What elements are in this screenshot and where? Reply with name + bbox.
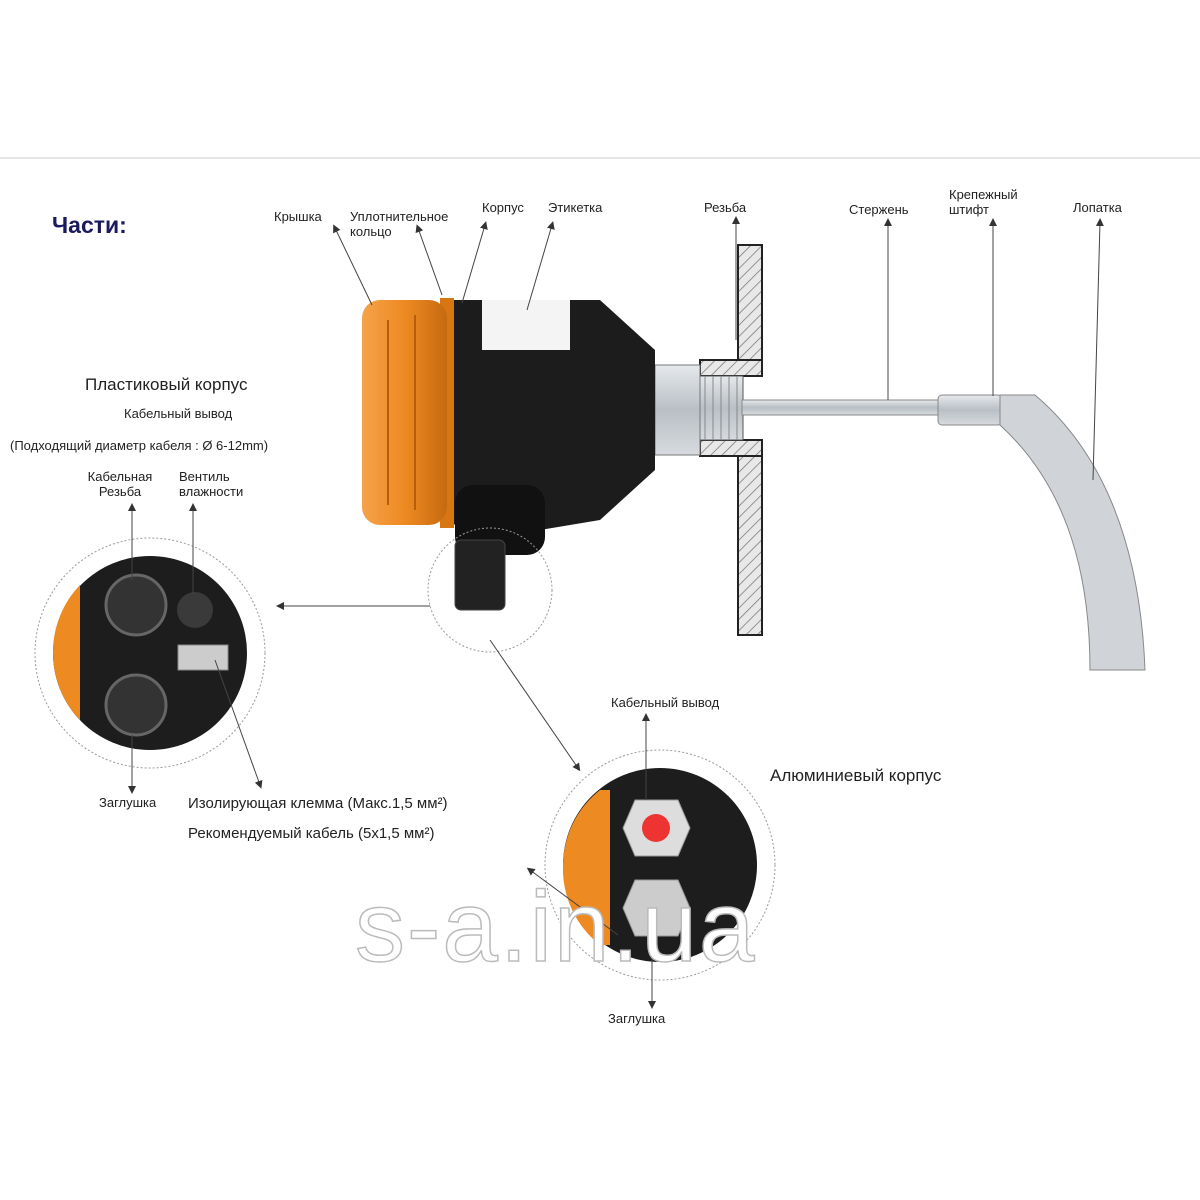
label-label: Этикетка [548,200,603,215]
cable-gland [454,539,506,611]
terminal [177,644,229,671]
cable-gland-top [104,573,168,637]
shaft [741,399,943,416]
housing [450,300,655,530]
plastic-housing-title: Пластиковый корпус [85,375,248,394]
plastic-cable: Рекомендуемый кабель (5x1,5 мм²) [188,825,435,842]
label-fixing-pin: Крепежный штифт [949,187,1018,217]
fixing-sleeve [937,394,1003,426]
label-cover: Крышка [274,209,322,224]
label-housing: Корпус [482,200,524,215]
label-thread: Резьба [704,200,747,215]
alu-plug-label: Заглушка [608,1011,666,1026]
humidity-valve [177,592,213,628]
alu-plug [622,879,691,937]
watermark: s-a.in.ua [354,870,757,984]
aluminium-housing-title: Алюминиевый корпус [770,766,942,785]
label-seal-ring: Уплотнительное кольцо [350,209,449,239]
label-plate [482,300,570,350]
paddle [999,394,1146,671]
page-title: Части: [52,212,127,238]
flange-top [737,244,763,361]
flange-bottom [737,449,763,636]
plastic-cable-entry: Кабельный вывод [124,406,233,421]
label-paddle: Лопатка [1073,200,1122,215]
aluminium-detail-circle [544,749,776,981]
plastic-terminal: Изолирующая клемма (Макс.1,5 мм²) [188,795,448,812]
hex-nut [654,364,701,456]
plastic-cable-diameter: (Подходящий диаметр кабеля : Ø 6-12mm) [10,438,269,453]
cable-gland-bottom [104,673,168,737]
alu-cable-entry-label: Кабельный вывод [611,695,720,710]
detail-circle-small [427,527,553,653]
label-shaft: Стержень [849,202,909,217]
plastic-detail-circle [34,537,266,769]
plastic-cable-thread: Кабельная Резьба [87,469,153,499]
cover [362,300,447,525]
plastic-plug: Заглушка [99,795,157,810]
plastic-humidity-valve: Вентиль влажности [179,469,244,499]
